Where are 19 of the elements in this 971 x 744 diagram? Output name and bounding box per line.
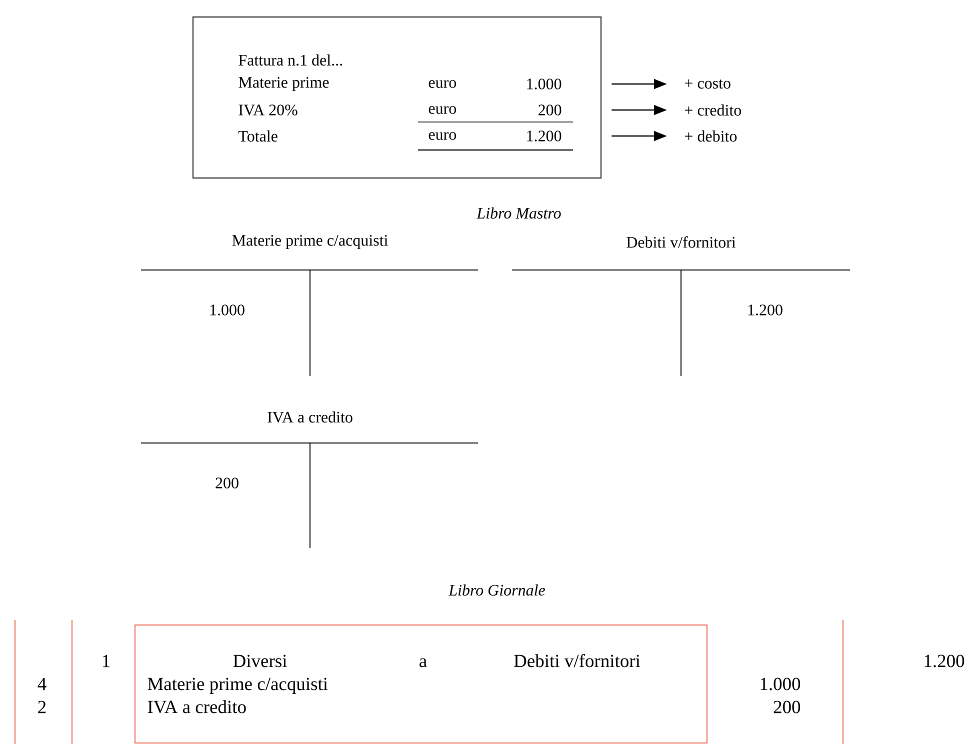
- account-title: IVA a credito: [268, 411, 352, 423]
- invoice-box: Fattura n.1 del... Materie prime euro 1.000 IVA 20% euro 200 Totale euro 1.200: [192, 16, 602, 179]
- row-number: 4: [38, 678, 46, 690]
- section-title: Libro Mastro: [476, 207, 561, 219]
- account-title: Debiti v/fornitori: [626, 236, 736, 248]
- amount: 200: [774, 700, 800, 714]
- amount: 1.000: [210, 304, 244, 316]
- journal-entry-box: Diversi a Debiti v/fornitori Materie prime c/acquisti IVA a credito: [134, 624, 708, 744]
- effect-label: + debito: [685, 130, 737, 142]
- effect-label: + costo: [685, 79, 730, 89]
- amount: 200: [216, 478, 238, 488]
- account-title: Materie prime c/acquisti: [232, 235, 388, 249]
- amount: 1.200: [748, 304, 782, 316]
- section-title: Libro Giornale: [448, 584, 545, 596]
- row-number: 2: [38, 700, 46, 714]
- amount: 1.000: [760, 678, 800, 690]
- row-number: 1: [103, 654, 110, 668]
- amount: 1.200: [924, 654, 964, 668]
- effect-label: + credito: [685, 104, 742, 116]
